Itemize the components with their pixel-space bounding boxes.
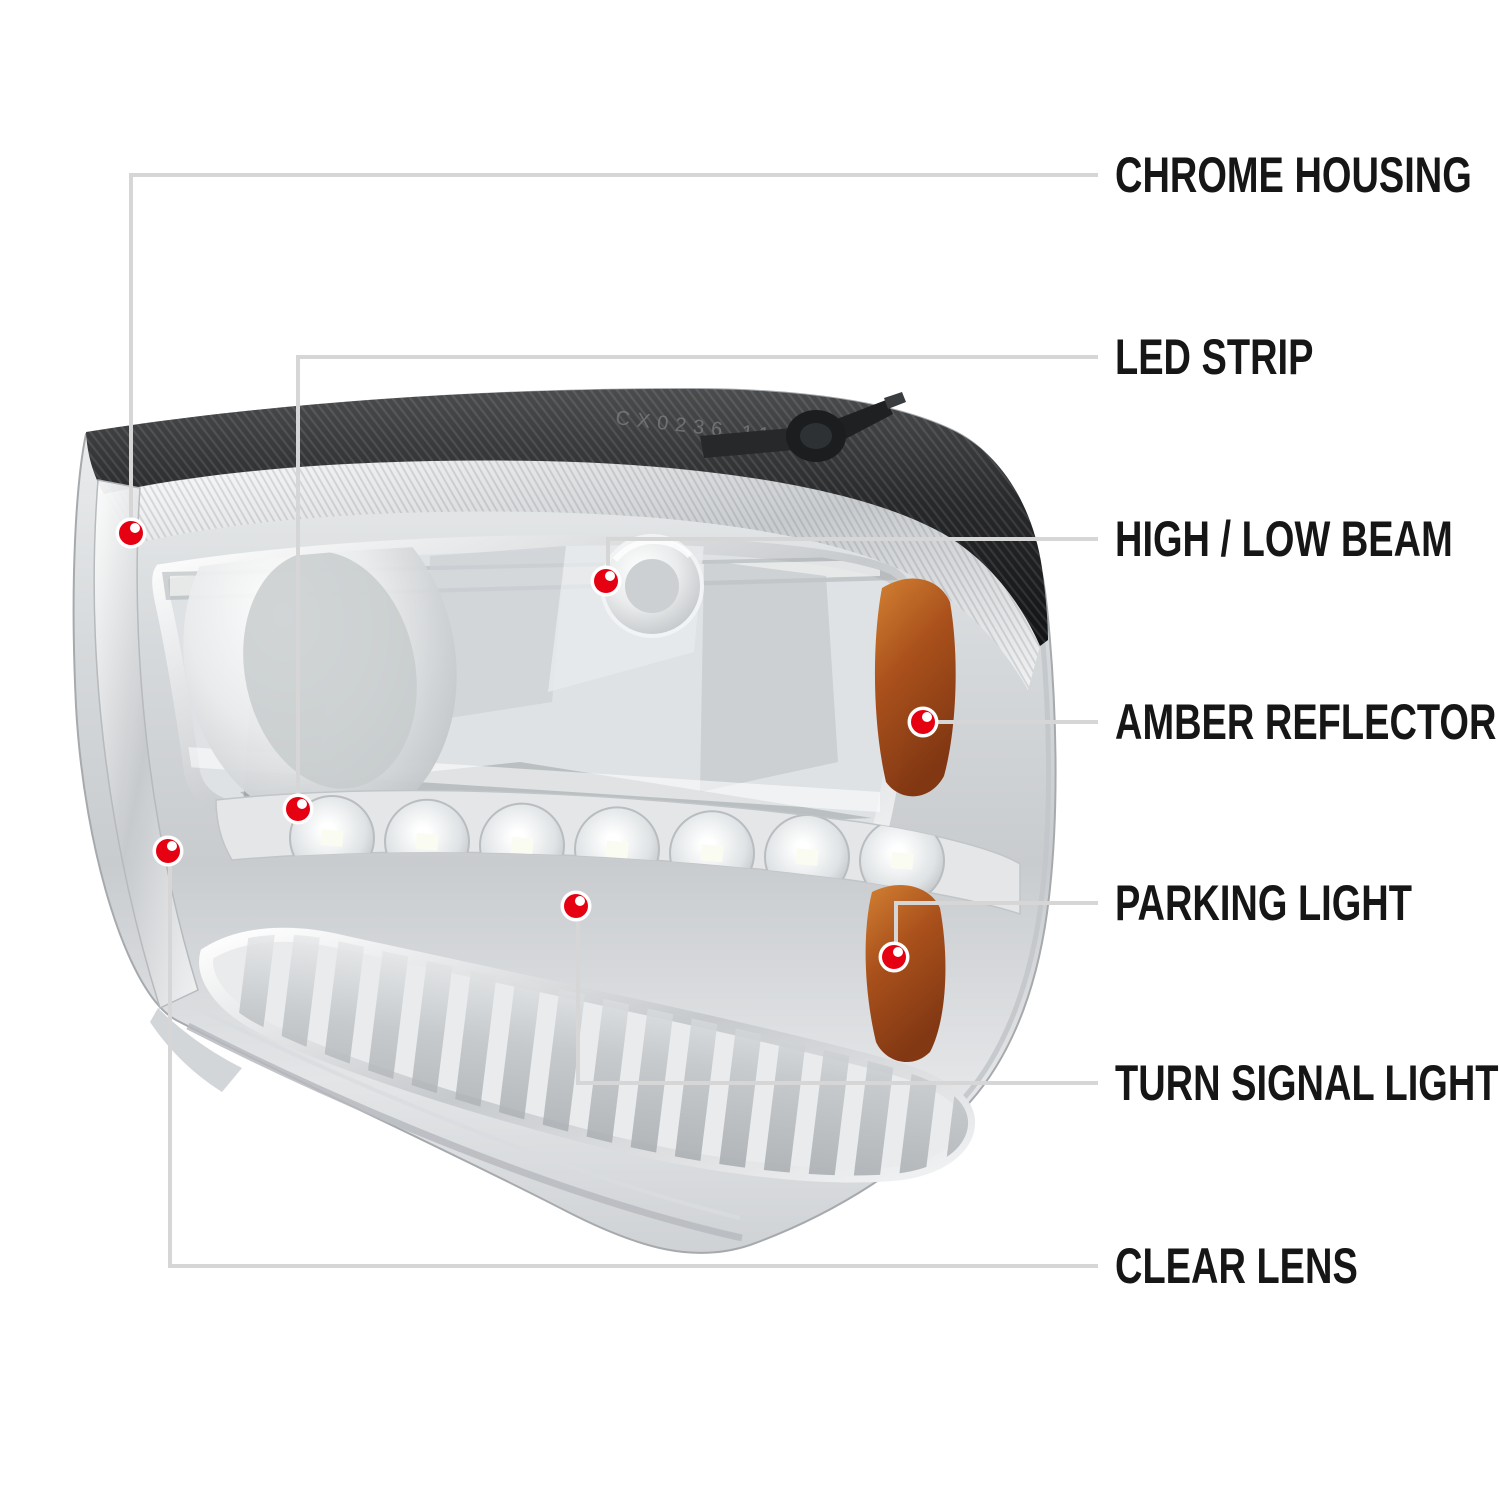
callout-dot-amber-reflector <box>907 706 939 738</box>
ribbed-chrome-texture <box>104 460 1040 690</box>
callout-dot-parking-light <box>878 941 910 973</box>
amber-reflector-lower <box>865 885 946 1063</box>
headlight-photo: CX0236 117 <box>72 387 1057 1254</box>
led-chip <box>700 844 724 863</box>
callout-line-chrome-housing <box>129 173 1098 533</box>
callout-line-parking-light <box>894 901 1098 957</box>
callout-dot-turn-signal-light <box>560 890 592 922</box>
led-chip <box>415 832 439 851</box>
callout-lines <box>129 173 1098 1268</box>
callout-line-turn-signal-light <box>576 906 1098 1085</box>
callout-dots <box>115 517 939 973</box>
callout-line-clear-lens <box>168 851 1098 1268</box>
callout-dot-led-strip <box>282 793 314 825</box>
callout-dot-chrome-housing <box>115 517 147 549</box>
adjuster-bolt <box>700 392 906 462</box>
led-chip <box>890 851 914 870</box>
left-corner-facet <box>150 1008 242 1092</box>
bottom-lip-highlight <box>199 1008 741 1220</box>
upper-cavity-facets <box>160 543 900 854</box>
bottom-lip-line <box>186 1022 743 1242</box>
callout-dot-high-low-beam <box>590 565 622 597</box>
led-chip <box>795 848 819 866</box>
amber-reflector-upper <box>874 578 956 797</box>
left-lens-channel <box>93 479 199 1010</box>
led-chip <box>320 829 344 847</box>
callout-line-led-strip <box>296 355 1098 809</box>
led-chip <box>510 836 534 855</box>
callout-dot-clear-lens <box>152 835 184 867</box>
led-chip <box>605 840 629 859</box>
